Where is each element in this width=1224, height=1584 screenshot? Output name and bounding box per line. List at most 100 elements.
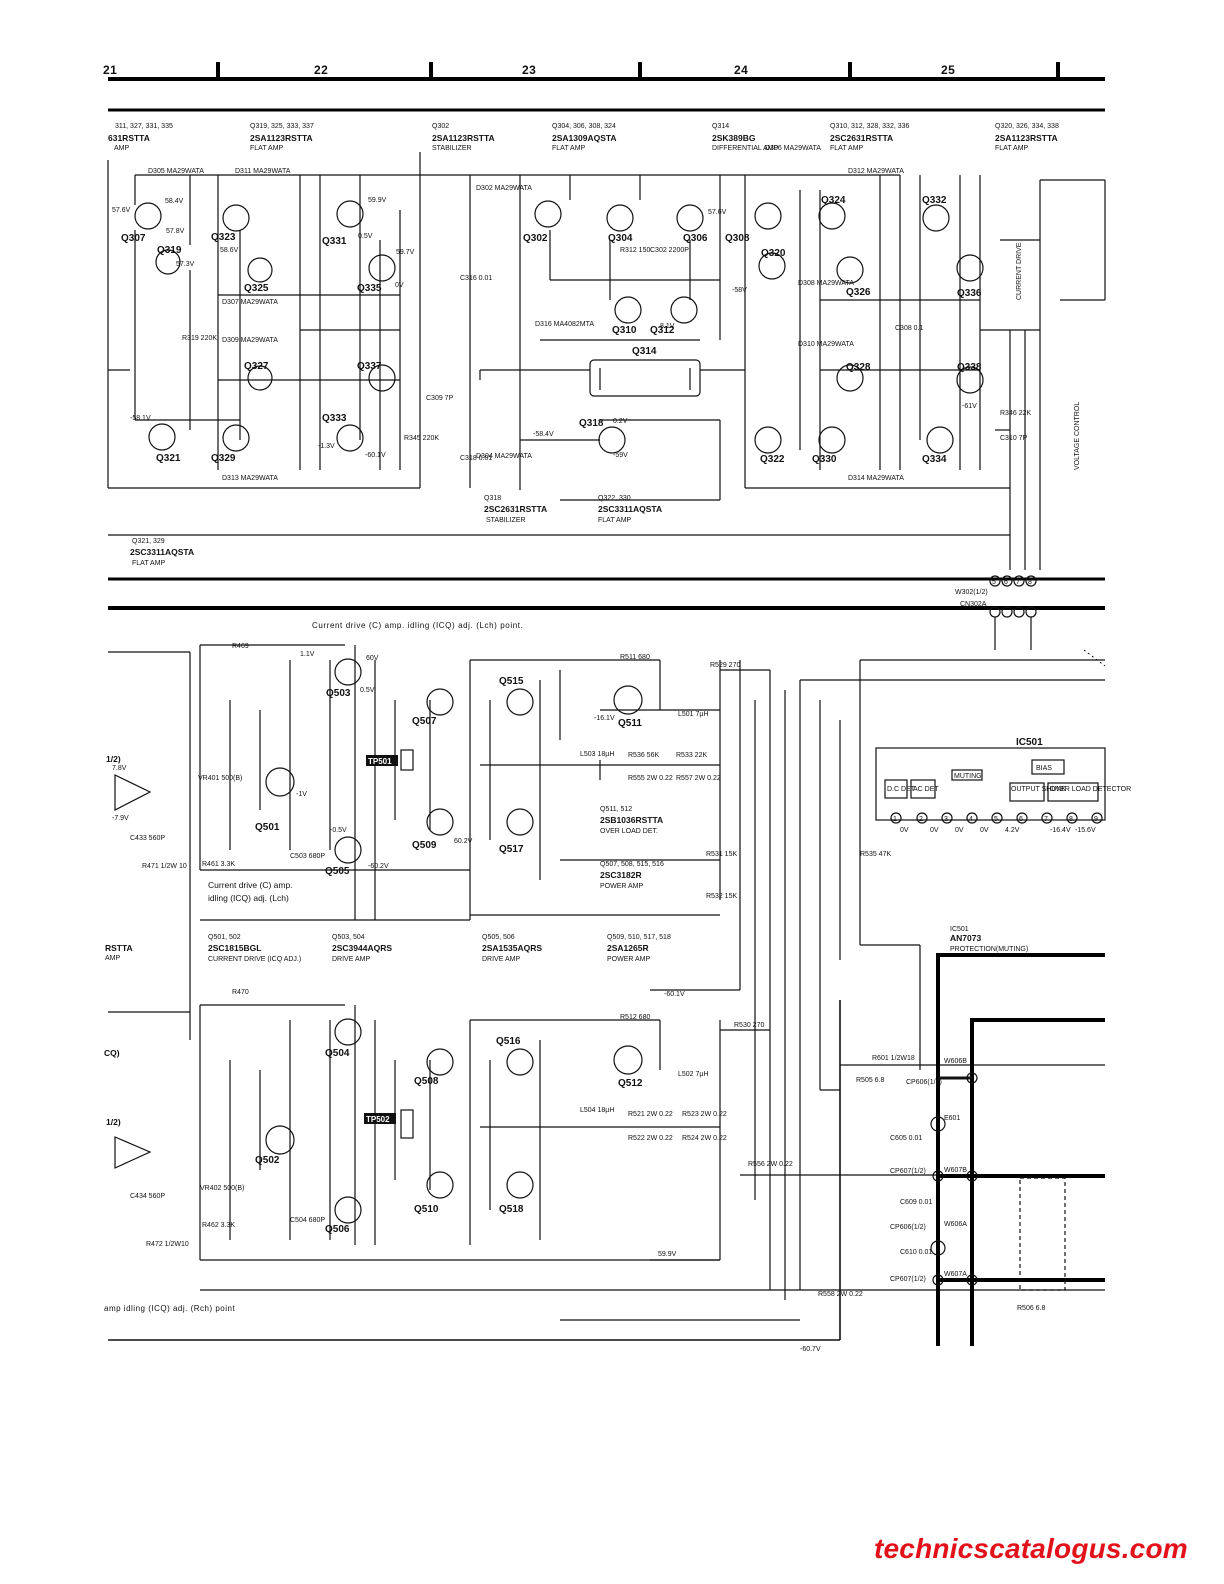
svg-text:2SC3311AQSTA: 2SC3311AQSTA [130, 547, 194, 557]
svg-text:8: 8 [1069, 816, 1073, 823]
svg-text:C504 680P: C504 680P [290, 1217, 325, 1224]
svg-text:R558 2W 0.22: R558 2W 0.22 [818, 1291, 863, 1298]
q502-label: Q502 [255, 1155, 280, 1166]
svg-text:BIAS: BIAS [1036, 765, 1052, 772]
top-transistor-labels: Q307 Q319 Q323 Q325 Q327 Q329 Q321 Q331 … [121, 195, 982, 465]
power-supply: W606B CP606(1/2) E601 C605 0.01 C609 0.0… [890, 953, 1105, 1346]
test-points: TP501 TP502 [364, 749, 414, 1139]
svg-text:-60.7V: -60.7V [800, 1346, 821, 1353]
ic501: IC501 MUTING BIAS D.C DET AC DET OUTPUT … [887, 737, 1131, 953]
svg-text:R532 15K: R532 15K [706, 893, 737, 900]
top-mid-headers: Q318 2SC2631RSTTA STABILIZER Q322, 330 2… [130, 495, 662, 567]
svg-text:-58.4V: -58.4V [533, 431, 554, 438]
svg-text:AC DET: AC DET [913, 786, 939, 793]
svg-text:2SC3944AQRS: 2SC3944AQRS [332, 943, 392, 953]
svg-text:R506 6.8: R506 6.8 [1017, 1305, 1046, 1312]
svg-text:2SC3311AQSTA: 2SC3311AQSTA [598, 504, 662, 514]
svg-text:D305 MA29WATA: D305 MA29WATA [148, 168, 204, 175]
svg-text:CP606(1/2): CP606(1/2) [890, 1224, 926, 1231]
svg-text:Q507, 508, 515, 516: Q507, 508, 515, 516 [600, 861, 664, 868]
svg-text:R536 56K: R536 56K [628, 752, 659, 759]
svg-text:FLAT AMP: FLAT AMP [995, 145, 1029, 152]
svg-text:AMP: AMP [105, 955, 121, 962]
svg-text:60V: 60V [366, 655, 379, 662]
svg-text:Q501, 502: Q501, 502 [208, 934, 241, 941]
svg-text:C434 560P: C434 560P [130, 1193, 165, 1200]
svg-text:R521 2W 0.22: R521 2W 0.22 [628, 1111, 673, 1118]
svg-text:57.6V: 57.6V [112, 207, 131, 214]
svg-text:4.2V: 4.2V [1005, 827, 1020, 834]
svg-text:D.C DET: D.C DET [887, 786, 916, 793]
header-q304: Q304, 306, 308, 324 2SA1309AQSTA FLAT AM… [552, 123, 617, 152]
svg-text:0V: 0V [900, 827, 909, 834]
svg-text:CP607(1/2): CP607(1/2) [890, 1168, 926, 1175]
svg-text:7.8V: 7.8V [112, 765, 127, 772]
header-q314: Q314 2SK389BG DIFFERENTIAL AMP [712, 123, 779, 152]
svg-text:0V: 0V [930, 827, 939, 834]
svg-text:VR402 500(B): VR402 500(B) [200, 1185, 244, 1192]
svg-text:R462 3.3K: R462 3.3K [202, 1222, 235, 1229]
svg-text:R556 2W 0.22: R556 2W 0.22 [748, 1161, 793, 1168]
q515-label: Q515 [499, 676, 524, 687]
svg-text:C433 560P: C433 560P [130, 835, 165, 842]
svg-text:C308 0.1: C308 0.1 [895, 325, 924, 332]
bottom-transistor-symbols [265, 658, 643, 1224]
svg-text:C609 0.01: C609 0.01 [900, 1199, 932, 1206]
svg-text:6: 6 [1019, 816, 1023, 823]
svg-text:Q302: Q302 [432, 123, 449, 130]
svg-text:L504 18µH: L504 18µH [580, 1107, 614, 1114]
header-311: 311, 327, 331, 335 631RSTTA AMP [108, 123, 173, 152]
svg-text:1.1V: 1.1V [300, 651, 315, 658]
svg-text:AMP: AMP [114, 145, 130, 152]
svg-text:FLAT AMP: FLAT AMP [830, 145, 864, 152]
q312-label: Q312 [650, 325, 675, 336]
bottom-circuit-wiring [108, 644, 1106, 1341]
q517-label: Q517 [499, 844, 524, 855]
svg-text:R601 1/2W18: R601 1/2W18 [872, 1055, 915, 1062]
header-q310: Q310, 312, 328, 332, 336 2SC2631RSTTA FL… [830, 123, 910, 152]
svg-text:5: 5 [992, 579, 996, 586]
site-watermark: technicscatalogus.com [874, 1533, 1188, 1564]
svg-text:RSTTA: RSTTA [105, 943, 133, 953]
bottom-block-labels: Q511, 512 2SB1036RSTTA OVER LOAD DET. Q5… [600, 806, 664, 890]
svg-text:0V: 0V [980, 827, 989, 834]
header-q302: Q302 2SA1123RSTTA STABILIZER [432, 123, 495, 152]
svg-text:-16.4V: -16.4V [1050, 827, 1071, 834]
svg-text:CURRENT DRIVE (ICQ ADJ.): CURRENT DRIVE (ICQ ADJ.) [208, 956, 301, 963]
svg-text:CP606(1/2): CP606(1/2) [906, 1079, 942, 1086]
svg-text:58.6V: 58.6V [220, 247, 239, 254]
svg-text:FLAT AMP: FLAT AMP [552, 145, 586, 152]
svg-text:57.3V: 57.3V [176, 261, 195, 268]
svg-text:9: 9 [1094, 816, 1098, 823]
header-q319: Q319, 325, 333, 337 2SA1123RSTTA FLAT AM… [250, 123, 314, 152]
svg-text:-58V: -58V [732, 287, 747, 294]
svg-text:2SA1265R: 2SA1265R [607, 943, 649, 953]
svg-text:R555 2W 0.22: R555 2W 0.22 [628, 775, 673, 782]
q510-label: Q510 [414, 1204, 439, 1215]
svg-text:0.5V: 0.5V [360, 687, 375, 694]
svg-text:E601: E601 [944, 1115, 960, 1122]
svg-text:D308 MA29WATA: D308 MA29WATA [798, 280, 854, 287]
svg-text:C610 0.01: C610 0.01 [900, 1249, 932, 1256]
svg-text:L503 18µH: L503 18µH [580, 751, 614, 758]
svg-text:FLAT AMP: FLAT AMP [132, 560, 166, 567]
q307-label: Q307 [121, 233, 146, 244]
column-22: 22 [314, 63, 328, 77]
top-circuit-wiring [107, 152, 1106, 570]
svg-text:2SC1815BGL: 2SC1815BGL [208, 943, 261, 953]
svg-text:R461 3.3K: R461 3.3K [202, 861, 235, 868]
svg-text:2SA1123RSTTA: 2SA1123RSTTA [995, 133, 1058, 143]
svg-text:1: 1 [893, 816, 897, 823]
q508-label: Q508 [414, 1076, 439, 1087]
svg-text:8: 8 [1028, 579, 1032, 586]
q504-label: Q504 [325, 1048, 350, 1059]
lch-idle-note: Current drive (C) amp. idling (ICQ) adj.… [312, 621, 523, 630]
svg-text:59.9V: 59.9V [368, 197, 387, 204]
q331-label: Q331 [322, 236, 347, 247]
svg-text:DRIVE AMP: DRIVE AMP [332, 956, 370, 963]
svg-text:Q511, 512: Q511, 512 [600, 806, 632, 813]
svg-text:-58.1V: -58.1V [130, 415, 151, 422]
svg-text:VR401 500(B): VR401 500(B) [198, 775, 242, 782]
svg-text:C302 2200P: C302 2200P [650, 247, 689, 254]
svg-text:amp idling (ICQ) adj. (Rch) po: amp idling (ICQ) adj. (Rch) point [104, 1304, 235, 1313]
